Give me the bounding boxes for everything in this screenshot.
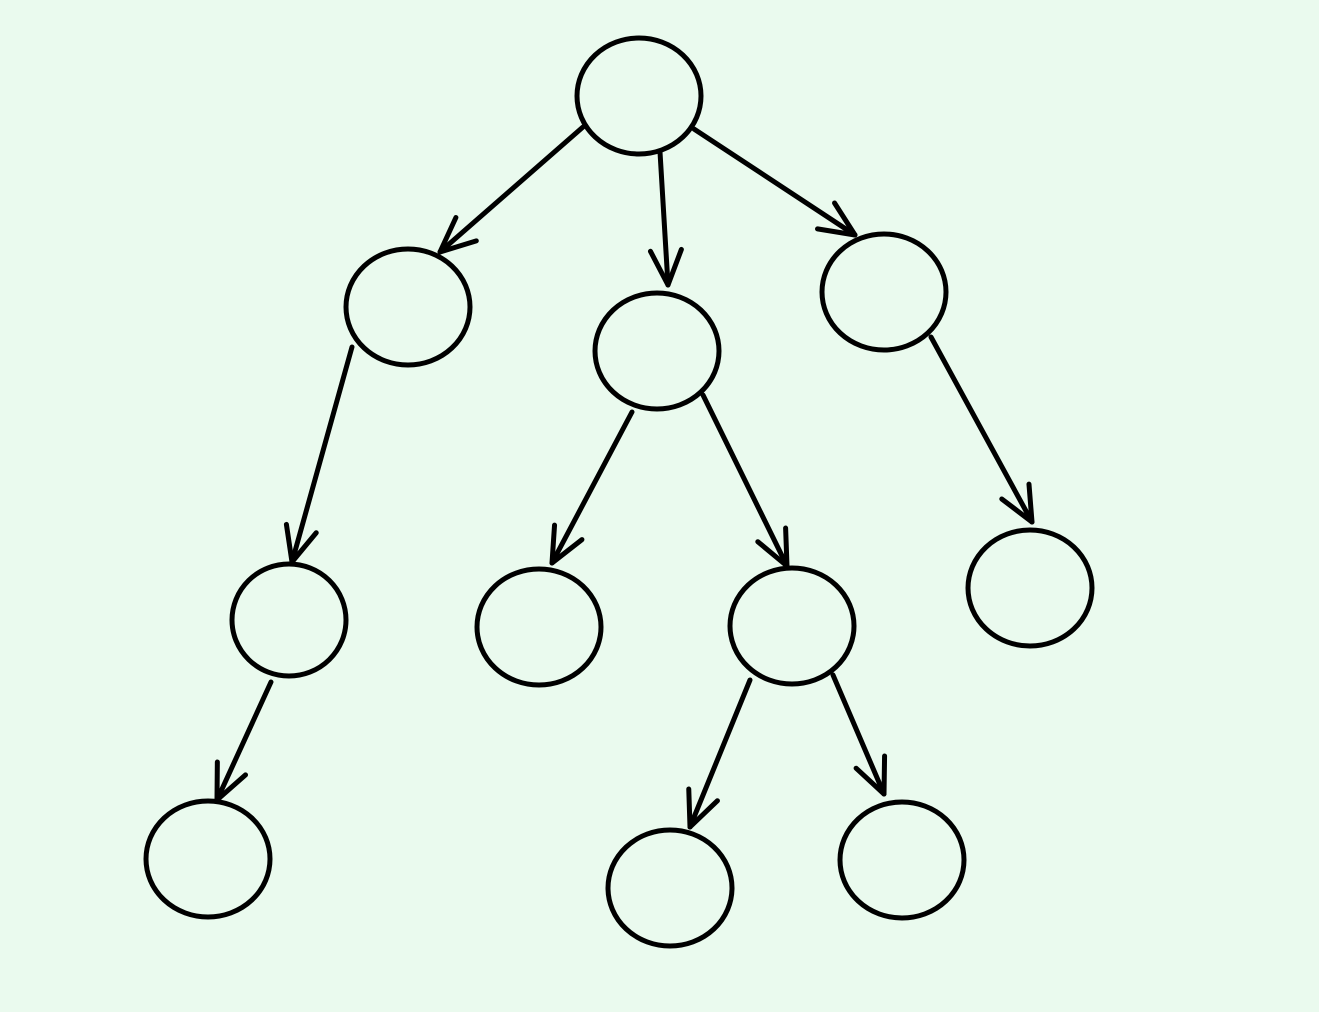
- tree-node-n6: [474, 566, 604, 688]
- arrowhead: [549, 522, 585, 566]
- tree-node-n0: [574, 35, 704, 157]
- arrowhead: [999, 481, 1035, 525]
- arrowhead: [437, 214, 479, 255]
- tree-node-n9: [837, 799, 967, 921]
- edge-n7-to-n9: [830, 672, 888, 797]
- edge-n2-to-n6: [549, 409, 635, 566]
- arrowhead: [686, 786, 720, 830]
- tree-node-n8: [605, 827, 735, 949]
- tree-node-n4: [229, 561, 349, 679]
- tree-node-n5: [143, 798, 273, 920]
- edge-line: [549, 409, 635, 566]
- edge-line: [214, 679, 274, 803]
- arrowhead: [853, 753, 888, 797]
- tree-node-n1: [343, 246, 473, 368]
- edge-line: [928, 334, 1035, 525]
- edge-line: [657, 149, 671, 288]
- edge-line: [830, 672, 887, 797]
- tree-node-n10: [965, 527, 1095, 649]
- nodes-layer: [143, 35, 1095, 949]
- edge-n3-to-n10: [928, 334, 1035, 525]
- edge-line: [691, 126, 858, 238]
- edge-line: [437, 124, 586, 255]
- edge-n0-to-n1: [437, 124, 586, 255]
- edge-line: [289, 344, 355, 565]
- edge-line: [700, 392, 790, 569]
- edge-n7-to-n8: [686, 677, 753, 830]
- tree-node-n2: [592, 290, 722, 412]
- edge-n0-to-n3: [691, 126, 858, 238]
- edge-line: [687, 677, 753, 830]
- arrowhead: [814, 200, 858, 238]
- edge-n0-to-n2: [647, 149, 684, 288]
- arrowhead: [647, 246, 684, 288]
- tree-node-n7: [727, 565, 857, 687]
- tree-node-n3: [819, 231, 949, 353]
